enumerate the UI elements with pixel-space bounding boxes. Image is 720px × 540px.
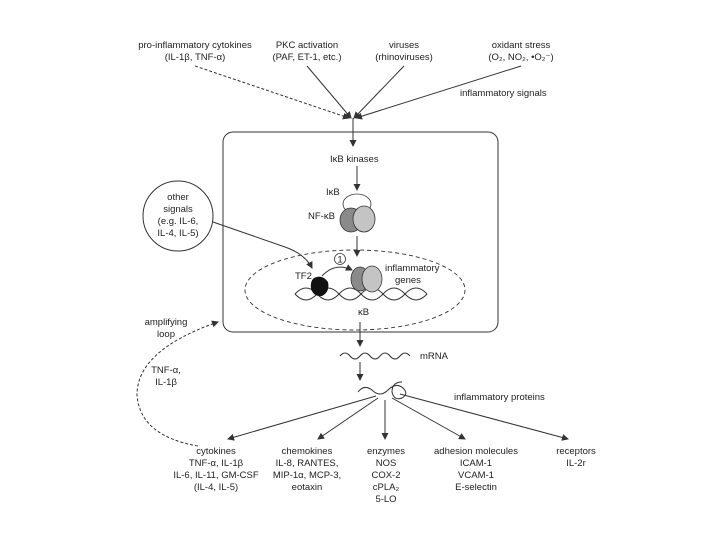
- svg-text:cPLA₂: cPLA₂: [373, 482, 400, 493]
- arrow-oxidant: [355, 65, 522, 120]
- signal-pkc-label: PKC activation: [276, 40, 338, 51]
- tf2-label: TF2: [295, 271, 312, 282]
- tnf-il1-label-2: IL-1β: [155, 377, 177, 388]
- circled-one-label: 1: [337, 255, 342, 266]
- svg-text:TNF-α, IL-1β: TNF-α, IL-1β: [189, 458, 244, 469]
- amplifying-loop-label-1: amplifying: [145, 317, 188, 328]
- mrna-label: mRNA: [420, 351, 449, 362]
- nfkb-bound-subunit-2: [361, 265, 383, 293]
- ikb-kinases-label: IκB kinases: [330, 154, 379, 165]
- svg-text:(IL-4, IL-5): (IL-4, IL-5): [194, 482, 238, 493]
- inflammatory-genes-label-2: genes: [395, 275, 421, 286]
- tf2-protein: [310, 276, 329, 297]
- svg-text:adhesion molecules: adhesion molecules: [434, 446, 518, 457]
- signal-pkc-detail: (PAF, ET-1, etc.): [273, 52, 342, 63]
- svg-text:IL-6, IL-11, GM-CSF: IL-6, IL-11, GM-CSF: [173, 470, 259, 481]
- svg-text:cytokines: cytokines: [196, 446, 236, 457]
- inflammatory-genes-label-1: inflammatory: [385, 263, 440, 274]
- arrow-to-receptors: [399, 393, 569, 441]
- signal-viruses-detail: (rhinoviruses): [375, 52, 433, 63]
- ikb-label: IκB: [326, 187, 340, 198]
- other-signals-line-1: other: [167, 192, 189, 203]
- nucleus-boundary: [244, 249, 466, 331]
- arrow-to-chemokines: [317, 397, 379, 440]
- ikb-nfkb-complex: [339, 193, 376, 233]
- other-signals-line-3: (e.g. IL-6,: [158, 216, 199, 227]
- svg-text:ICAM-1: ICAM-1: [460, 458, 492, 469]
- svg-text:enzymes: enzymes: [367, 446, 405, 457]
- protein-coil: [357, 381, 407, 400]
- svg-text:5-LO: 5-LO: [375, 494, 396, 505]
- amplifying-loop-arrow: [136, 320, 219, 447]
- output-cytokines: cytokines TNF-α, IL-1β IL-6, IL-11, GM-C…: [173, 446, 259, 493]
- inflammatory-signals-label: inflammatory signals: [460, 88, 547, 99]
- tnf-il1-label-1: TNF-α,: [151, 365, 181, 376]
- svg-text:COX-2: COX-2: [371, 470, 400, 481]
- svg-text:chemokines: chemokines: [282, 446, 333, 457]
- svg-text:receptors: receptors: [556, 446, 596, 457]
- inflammatory-proteins-label: inflammatory proteins: [454, 392, 545, 403]
- svg-text:VCAM-1: VCAM-1: [458, 470, 494, 481]
- circled-one-marker: [334, 253, 346, 265]
- svg-text:MIP-1α, MCP-3,: MIP-1α, MCP-3,: [273, 470, 341, 481]
- arrow-cytokines: [194, 65, 350, 120]
- other-signals-line-4: IL-4, IL-5): [157, 228, 198, 239]
- output-chemokines: chemokines IL-8, RANTES, MIP-1α, MCP-3, …: [273, 446, 341, 493]
- arrow-other-signals-to-tf2: [212, 221, 313, 269]
- signal-oxidant-detail: (O₂, NO₂, •O₂⁻): [488, 52, 553, 63]
- arrow-viruses: [353, 65, 405, 119]
- signal-viruses-label: viruses: [389, 40, 419, 51]
- other-signals-line-2: signals: [163, 204, 193, 215]
- svg-text:E-selectin: E-selectin: [455, 482, 497, 493]
- nfkb-label: NF-κB: [308, 211, 335, 222]
- other-signals-circle: [142, 180, 214, 252]
- output-receptors: receptors IL-2r: [556, 446, 596, 469]
- interaction-arrow: [321, 264, 353, 277]
- mrna-wave: [339, 352, 411, 360]
- kb-site-label: κB: [358, 307, 369, 318]
- arrow-to-cytokines: [227, 395, 377, 441]
- svg-text:eotaxin: eotaxin: [292, 482, 323, 493]
- signal-cytokines-detail: (IL-1β, TNF-α): [165, 52, 226, 63]
- output-adhesion-molecules: adhesion molecules ICAM-1 VCAM-1 E-selec…: [434, 446, 518, 493]
- amplifying-loop-label-2: loop: [157, 329, 175, 340]
- svg-text:NOS: NOS: [376, 458, 397, 469]
- arrow-to-adhesion-molecules: [391, 397, 466, 440]
- output-enzymes: enzymes NOS COX-2 cPLA₂ 5-LO: [367, 446, 405, 505]
- arrow-pkc: [306, 65, 352, 119]
- svg-text:IL-8, RANTES,: IL-8, RANTES,: [276, 458, 339, 469]
- svg-text:IL-2r: IL-2r: [566, 458, 586, 469]
- signal-cytokines-label: pro-inflammatory cytokines: [138, 40, 252, 51]
- signal-oxidant-label: oxidant stress: [492, 40, 551, 51]
